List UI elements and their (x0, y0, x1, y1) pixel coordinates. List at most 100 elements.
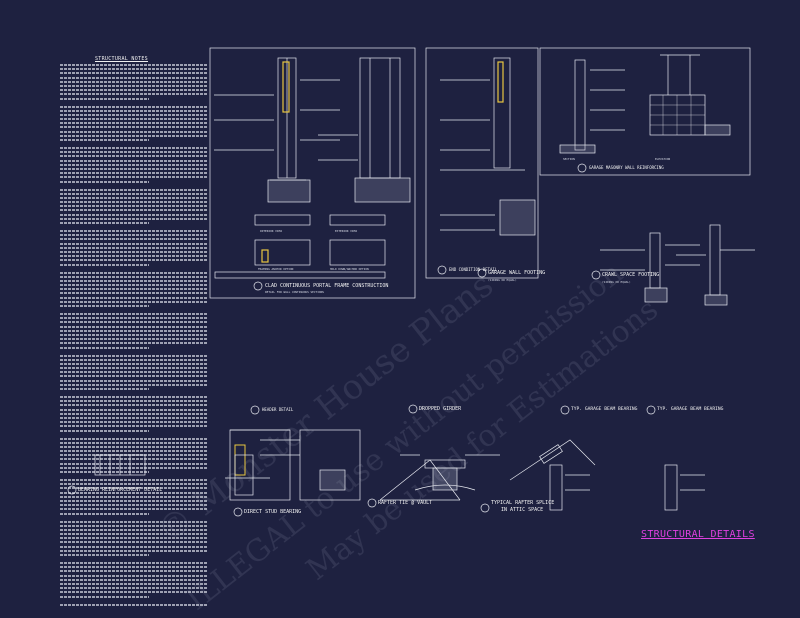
note-line (60, 437, 208, 440)
note-line (60, 412, 208, 415)
note-line (60, 300, 208, 303)
caption-detail-h: TYP. GARAGE BEAM BEARING (571, 407, 638, 412)
note-line (60, 408, 208, 411)
note-line (60, 196, 208, 199)
caption-detail-d: GARAGE WALL FOOTING (488, 270, 546, 276)
note-line (60, 421, 208, 424)
note-line (60, 445, 208, 448)
note-line (60, 222, 149, 224)
note-line (60, 462, 208, 465)
note-line (60, 400, 208, 403)
subcaption-detail-a: DETAIL FOR WALL CONTINUOUS SECTIONS (265, 290, 324, 294)
detail-a-border (209, 47, 416, 299)
note-line (60, 113, 208, 116)
note-line (60, 271, 208, 274)
note-line (60, 570, 208, 573)
note-line (60, 574, 208, 577)
note-line (60, 578, 208, 581)
note-line (60, 487, 208, 490)
note-line (60, 549, 208, 552)
note-line (60, 130, 208, 133)
note-line (60, 288, 208, 291)
notes-title: STRUCTURAL NOTES (95, 56, 148, 62)
note-line (60, 425, 208, 428)
note-line (60, 528, 208, 531)
note-line (60, 139, 149, 141)
note-line (60, 508, 208, 511)
detail-a-tag (253, 281, 263, 291)
caption-detail-a: CLAD CONTINUOUS PORTAL FRAME CONSTRUCTIO… (265, 283, 389, 289)
note-line (60, 296, 208, 299)
note-line (60, 383, 208, 386)
note-line (60, 520, 208, 523)
note-line (60, 458, 208, 461)
caption-detail-j: BEARING REINFORCEMENT DETAIL (78, 487, 163, 493)
note-line (60, 545, 208, 548)
note-line (60, 292, 208, 295)
caption-detail-i: TYP. GARAGE BEAM BEARING (657, 407, 724, 412)
note-line (60, 159, 208, 162)
note-line (60, 205, 208, 208)
label-hold-down: HOLD DOWN/ANCHOR OPTION (330, 267, 369, 271)
note-line (60, 325, 208, 328)
note-line (60, 242, 208, 245)
note-line (60, 491, 208, 494)
note-line (60, 263, 149, 266)
note-line (60, 429, 149, 432)
note-line (60, 416, 208, 419)
note-line (60, 471, 149, 473)
note-line (60, 466, 208, 469)
detail-a-footing (267, 179, 311, 203)
note-line (60, 80, 208, 83)
note-line (60, 105, 208, 108)
note-line (60, 495, 208, 498)
note-line (60, 533, 208, 536)
note-line (60, 483, 208, 486)
detail-a-yellow-hatch (282, 61, 290, 113)
note-line (60, 342, 208, 345)
note-line (60, 255, 208, 258)
note-line (60, 441, 208, 444)
note-line (60, 72, 208, 75)
caption-detail-f: HEADER DETAIL (262, 407, 294, 412)
note-line (60, 362, 208, 365)
note-line (60, 213, 208, 216)
note-line (60, 147, 208, 149)
drawing-sheet: © Monster House Plans ILLEGAL to use wit… (60, 47, 755, 618)
note-line (60, 134, 208, 137)
note-line (60, 305, 149, 307)
note-line (60, 591, 208, 594)
caption-detail-b: END CONDITION DETAIL (449, 267, 498, 272)
note-line (60, 603, 208, 606)
note-line (60, 76, 208, 79)
note-line (60, 250, 208, 253)
detail-a-masonry (359, 57, 401, 179)
caption-detail-m: TYPICAL RAFTER SPLICE (491, 500, 555, 506)
note-line (60, 396, 208, 398)
note-line (60, 499, 208, 502)
note-line (60, 122, 208, 125)
note-line (60, 259, 208, 262)
note-line (60, 275, 208, 278)
note-line (60, 321, 208, 324)
note-line (60, 379, 208, 382)
detail-b-border (425, 47, 539, 279)
note-line (60, 338, 208, 341)
subcaption-detail-m: IN ATTIC SPACE (501, 507, 544, 513)
note-line (60, 188, 208, 191)
note-line (60, 554, 149, 556)
subcaption-detail-d: (SIDING OR EQUAL) (488, 278, 517, 282)
note-line (60, 192, 208, 195)
note-line (60, 151, 208, 154)
note-line (60, 201, 208, 204)
caption-detail-c: GARAGE MASONRY WALL REINFORCING (589, 165, 664, 170)
note-line (60, 238, 208, 241)
note-line (60, 537, 208, 540)
caption-detail-e: CRAWL SPACE FOOTING (602, 272, 660, 278)
note-line (60, 358, 208, 361)
note-line (60, 404, 208, 407)
note-line (60, 234, 208, 237)
note-line (60, 155, 208, 158)
label-exterior-view: EXTERIOR VIEW (335, 229, 357, 233)
note-line (60, 375, 208, 378)
